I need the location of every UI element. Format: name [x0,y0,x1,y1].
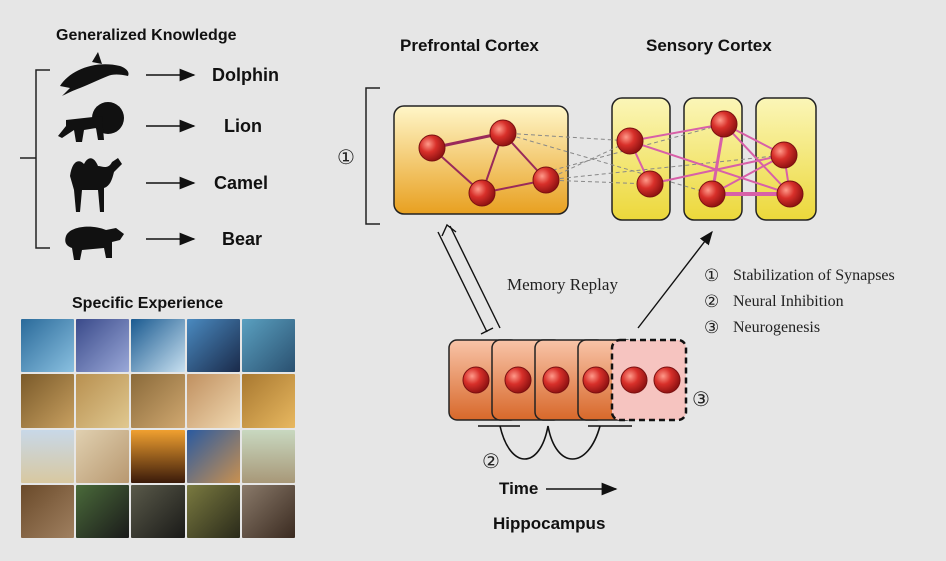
neuron [776,180,804,208]
memory-replay-label: Memory Replay [507,275,618,294]
experience-photo-grid [21,319,295,538]
neuron [489,119,517,147]
bear-photo [21,484,75,538]
neuron [616,127,644,155]
replay-arrows [437,223,501,335]
animal-arrows [146,68,196,246]
knowledge-title: Generalized Knowledge [56,27,237,44]
neuron [418,134,446,162]
camel-photo [21,429,75,483]
neuron [582,366,610,394]
time-label: Time [499,479,539,498]
dolphin-photo [21,319,75,373]
neuron [636,170,664,198]
camel-photo [76,429,130,483]
cortex-marker: ① [337,147,355,169]
camel-icon [70,158,122,212]
neuron [532,166,560,194]
animal-label-lion: Lion [224,116,262,136]
hippocampus-title: Hippocampus [493,514,606,533]
prefrontal-title: Prefrontal Cortex [400,36,539,55]
sensory-title: Sensory Cortex [646,36,772,55]
inhibition-marker: ② [482,451,500,473]
animal-label-bear: Bear [222,229,263,249]
sensory-box-1 [611,97,671,221]
legend-text-2: Neural Inhibition [733,293,844,310]
legend-mark-3: ③ [704,318,720,337]
neuron [710,110,738,138]
dolphin-photo [131,319,185,373]
legend-text-1: Stabilization of Synapses [733,267,895,284]
lion-photo [186,374,240,428]
dolphin-photo [186,319,240,373]
neuron [653,366,681,394]
neurogenesis-marker: ③ [692,389,710,411]
legend-mark-1: ① [704,266,720,285]
lion-photo [131,374,185,428]
bear-icon [65,226,124,260]
prefrontal-neurons [418,119,560,207]
bear-photo [76,484,130,538]
dolphin-photo [241,319,295,373]
lion-photo [241,374,295,428]
neuron [770,141,798,169]
camel-photo [241,429,295,483]
bear-photo [131,484,185,538]
prefrontal-box [393,105,569,215]
hippocampus-neurons [462,366,681,394]
experience-title: Specific Experience [72,295,224,312]
neuron [468,179,496,207]
dolphin-photo [76,319,130,373]
animal-label-dolphin: Dolphin [212,65,279,85]
sensory-neurons [616,110,804,208]
camel-photo [131,429,185,483]
neuron [620,366,648,394]
neuron [504,366,532,394]
bear-photo [241,484,295,538]
neuron [542,366,570,394]
neuron [462,366,490,394]
legend-text-3: Neurogenesis [733,319,821,336]
lion-photo [21,374,75,428]
bear-photo [186,484,240,538]
dolphin-icon [60,52,129,96]
sensory-arrow [637,230,713,329]
animal-label-camel: Camel [214,173,269,193]
inhibition-curves [478,425,632,460]
neuron [698,180,726,208]
legend-mark-2: ② [704,292,720,311]
knowledge-bracket [20,69,50,249]
cortex-bracket [365,87,380,225]
lion-photo [76,374,130,428]
camel-photo [186,429,240,483]
hippo-new-box [610,338,688,422]
lion-icon [58,102,124,142]
